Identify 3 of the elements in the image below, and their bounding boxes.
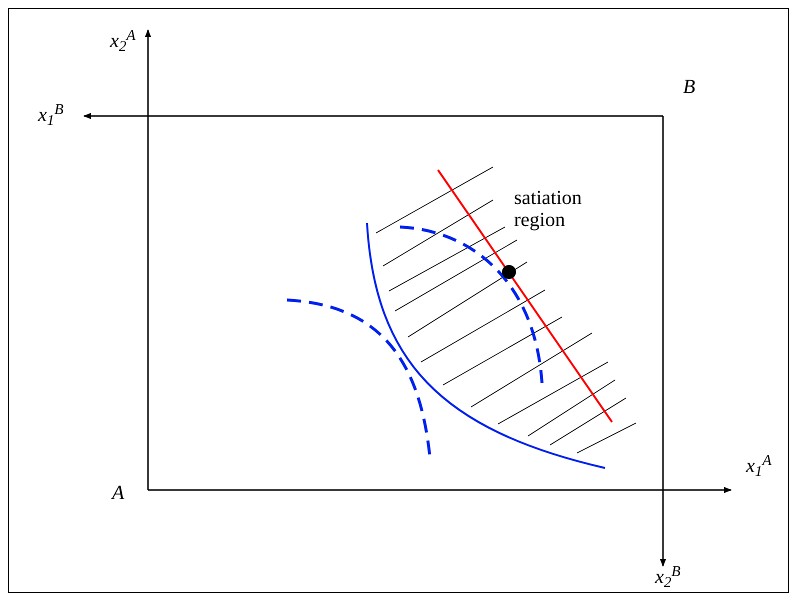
origin-label: B xyxy=(683,76,696,98)
origin-label: A xyxy=(112,482,124,504)
region-label: satiation region xyxy=(514,187,583,231)
